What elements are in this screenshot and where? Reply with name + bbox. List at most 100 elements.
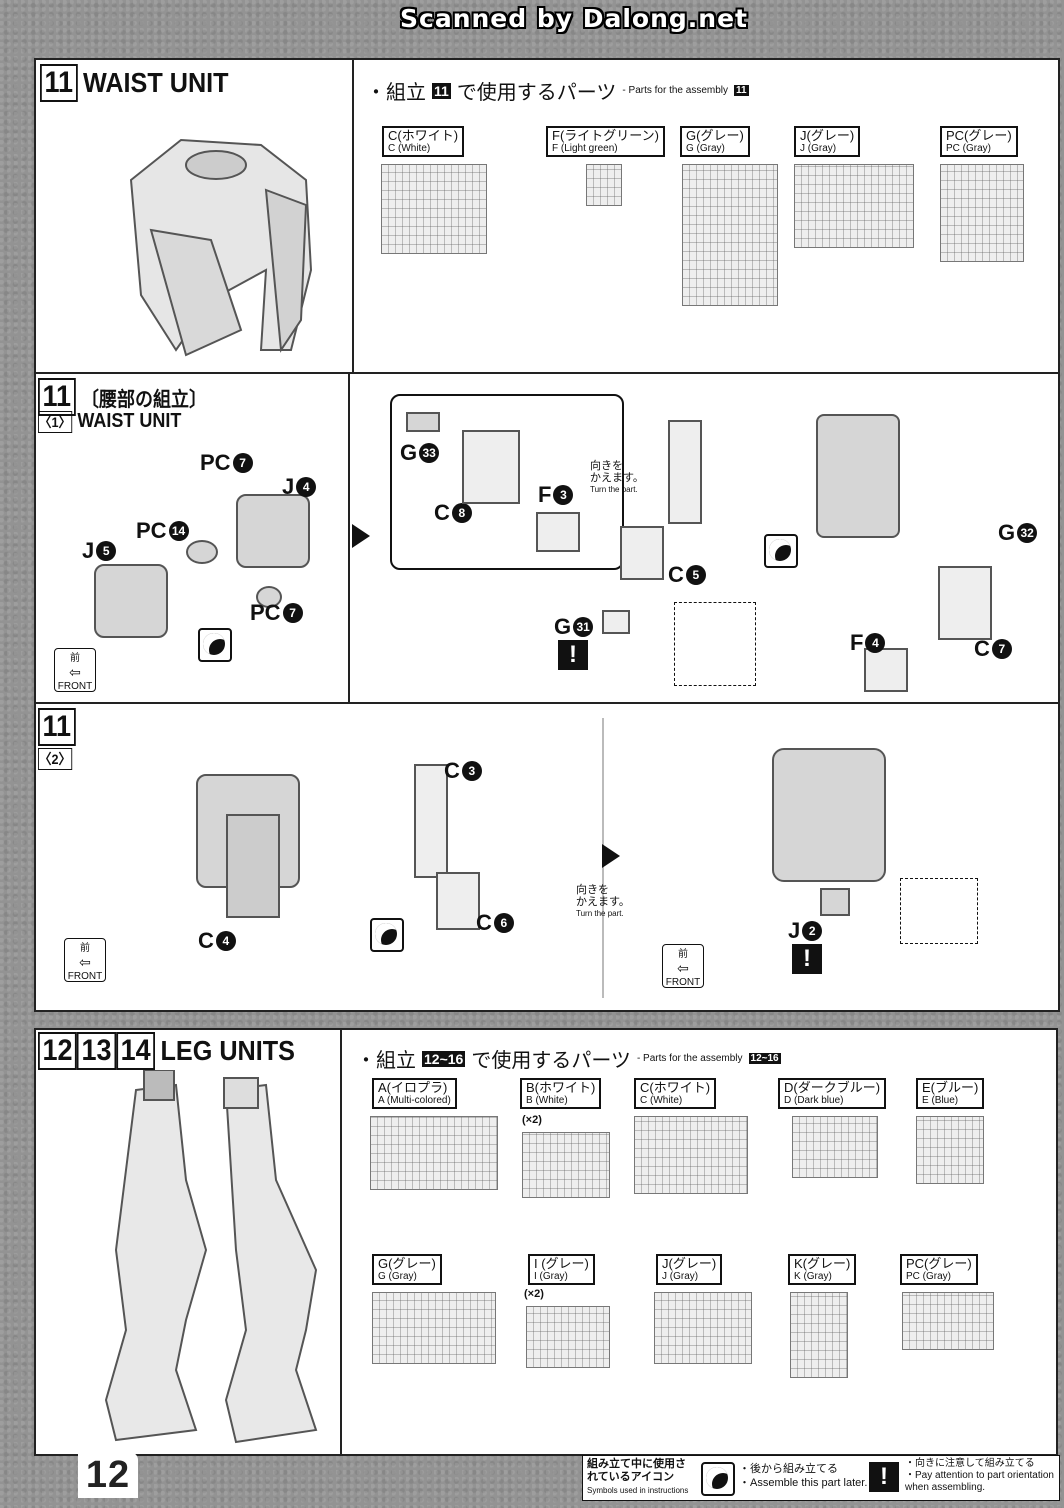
assemble-later-icon: [370, 918, 404, 952]
step12-illustration-panel: 12 13 14 LEG UNITS: [34, 1028, 342, 1456]
step11-panel: 11 WAIST UNIT ・組立 11 で使用するパーツ - Parts fo…: [34, 58, 1060, 374]
header-step-box: 11: [432, 82, 451, 99]
step12-parts-header: ・組立 12~16 で使用するパーツ - Parts for the assem…: [356, 1044, 781, 1073]
runner-label-j: J(グレー)J (Gray): [794, 126, 861, 157]
turn-note: 向きを かえます。 Turn the part.: [590, 460, 644, 494]
legend-later-icon: [701, 1462, 735, 1496]
step11-1-title: 11 〔腰部の組立〕: [38, 378, 207, 416]
runner-b-image: [522, 1132, 610, 1198]
runner-label-i: I (グレー)I (Gray): [528, 1254, 595, 1285]
section-title-en: WAIST UNIT: [77, 410, 182, 432]
header-suffix: で使用するパーツ: [471, 1050, 631, 1072]
runner-label-g: G(グレー)G (Gray): [372, 1254, 442, 1285]
front-indicator: 前 ⇦ FRONT: [64, 938, 106, 982]
step11-parts-header: ・組立 11 で使用するパーツ - Parts for the assembly…: [366, 76, 749, 105]
watermark: Scanned by Dalong.net: [400, 4, 749, 33]
runner-i-qty: (×2): [524, 1288, 544, 1300]
step-number: 11: [38, 708, 76, 746]
header-prefix: ・組立: [356, 1050, 416, 1072]
runner-c-image: [634, 1116, 748, 1194]
runner-label-pc: PC(グレー)PC (Gray): [900, 1254, 978, 1285]
orientation-warning-icon: !: [792, 944, 822, 974]
runner-d-image: [792, 1116, 878, 1178]
runner-label-c: C(ホワイト)C (White): [634, 1078, 717, 1109]
step-flow-arrow: [352, 524, 370, 548]
runner-j-image: [794, 164, 914, 248]
c5-part: [620, 526, 664, 580]
header-english: - Parts for the assembly: [622, 85, 729, 96]
j2-part: [820, 888, 850, 916]
runner-label-j: J(グレー)J (Gray): [656, 1254, 723, 1285]
step11-1-subtitle: 〈1〉 WAIST UNIT: [38, 410, 181, 433]
runner-c-image: [381, 164, 487, 254]
c3-part: [414, 764, 448, 878]
front-indicator: 前 ⇦ FRONT: [54, 648, 96, 692]
runner-label-c: C(ホワイト)C (White): [382, 126, 465, 157]
step11-title: 11 WAIST UNIT: [40, 64, 229, 102]
sub-step: 〈2〉: [38, 748, 73, 770]
runner-j-image: [654, 1292, 752, 1364]
runner-g-image: [682, 164, 778, 306]
runner-label-f: F(ライトグリーン)F (Light green): [546, 126, 665, 157]
runner-label-g: G(グレー)G (Gray): [680, 126, 750, 157]
header-english: - Parts for the assembly: [636, 1053, 743, 1064]
icon-legend: 組み立て中に使用されているアイコン Symbols used in instru…: [582, 1455, 1060, 1501]
runner-g-image: [372, 1292, 496, 1364]
detail-inset: [674, 602, 756, 686]
step-number-14: 14: [116, 1032, 156, 1070]
header-step-box-small: 11: [734, 85, 749, 96]
runner-a-image: [370, 1116, 498, 1190]
legend-later-text: ・後から組み立てる ・Assemble this part later.: [739, 1463, 868, 1489]
header-prefix: ・組立: [366, 82, 426, 104]
front-indicator-2: 前 ⇦ FRONT: [662, 944, 704, 988]
runner-pc-image: [940, 164, 1024, 262]
c7-part: [938, 566, 992, 640]
assemble-later-icon-2: [764, 534, 798, 568]
runner-e-image: [916, 1116, 984, 1184]
pc7-part: [256, 586, 282, 608]
step12-parts-panel: ・組立 12~16 で使用するパーツ - Parts for the assem…: [340, 1028, 1058, 1456]
c8-part: [462, 430, 520, 504]
step-number: 11: [38, 378, 76, 416]
step-number: 11: [40, 64, 78, 102]
runner-label-b: B(ホワイト)B (White): [520, 1078, 602, 1109]
section-title: LEG UNITS: [160, 1035, 295, 1066]
header-range-box-small: 12~16: [748, 1053, 781, 1064]
step12-title: 12 13 14 LEG UNITS: [38, 1032, 295, 1070]
turn-note: 向きを かえます。 Turn the part.: [576, 884, 630, 918]
f3-part: [536, 512, 580, 552]
runner-b-qty: (×2): [522, 1114, 542, 1126]
waist-frame-j4: [236, 494, 310, 568]
page-number: 12: [78, 1452, 138, 1498]
sub-step: 〈1〉: [38, 410, 73, 433]
runner-label-a: A(イロプラ)A (Multi-colored): [372, 1078, 457, 1109]
runner-f-image: [586, 164, 622, 206]
section-title: WAIST UNIT: [82, 67, 229, 98]
runner-label-k: K(グレー)K (Gray): [788, 1254, 857, 1285]
legend-attention-text: ・向きに注意して組み立てる ・Pay attention to part ori…: [905, 1458, 1054, 1493]
turn-arrow: [602, 844, 620, 868]
g31-part: [602, 610, 630, 634]
section-title-jp: 〔腰部の組立〕: [80, 388, 207, 411]
legend-warning-icon: !: [869, 1462, 899, 1492]
pc14-part: [186, 540, 218, 564]
step-number-12: 12: [38, 1032, 78, 1070]
runner-label-d: D(ダークブルー)D (Dark blue): [778, 1078, 887, 1109]
waist-frame-j5: [94, 564, 168, 638]
